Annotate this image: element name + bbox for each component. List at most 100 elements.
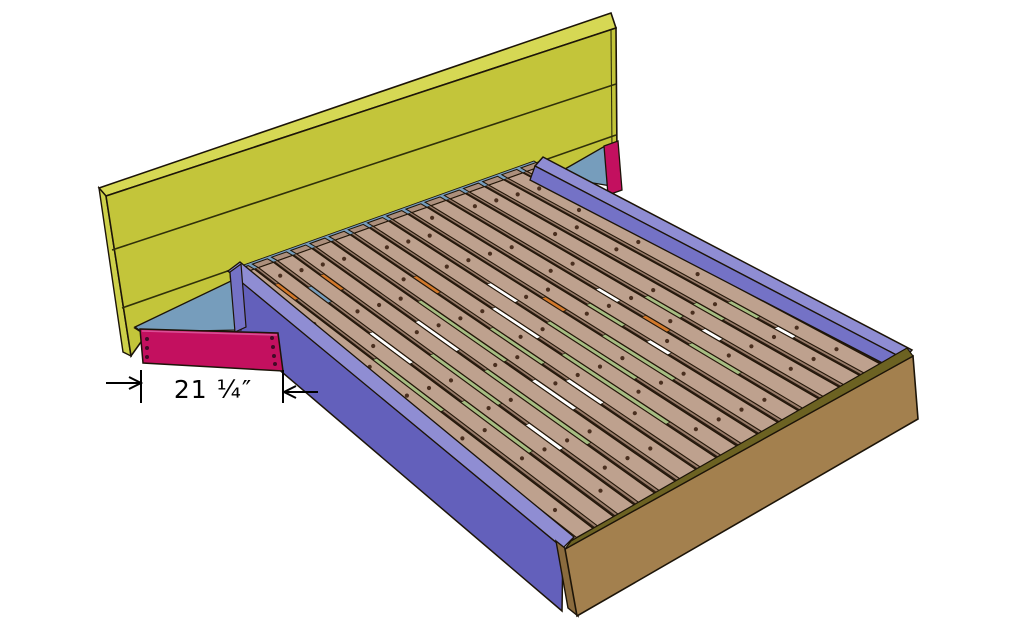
screw-dot <box>574 225 579 230</box>
screw-dot <box>552 507 558 513</box>
far-shelf-face-board <box>603 140 623 196</box>
left-rail-end-cap <box>229 262 247 333</box>
screw-dot <box>716 417 721 422</box>
slat-side-face <box>486 185 848 389</box>
screw-dot <box>681 371 686 376</box>
screw-dot <box>565 438 570 443</box>
screw-dot <box>480 309 485 314</box>
screw-dot <box>658 380 664 385</box>
screw-dot <box>278 273 283 278</box>
screw-dot <box>270 336 274 340</box>
screw-dot <box>398 296 403 301</box>
screw-dot <box>404 393 409 398</box>
left-rail-top-face <box>226 261 575 549</box>
screw-dot <box>401 277 406 282</box>
near-shelf-board-top-edge <box>141 330 278 336</box>
screw-dot <box>430 215 435 220</box>
screw-dot <box>648 446 653 451</box>
screw-dot <box>602 465 607 470</box>
screw-dot <box>487 251 493 256</box>
screw-dot <box>598 488 603 493</box>
screw-dot <box>377 302 382 308</box>
screw-dot <box>553 231 558 237</box>
screw-dot <box>597 364 603 369</box>
screw-dot <box>493 362 498 368</box>
screw-dot <box>668 319 673 324</box>
footboard-top-edge <box>564 347 914 550</box>
screw-dot <box>636 239 641 245</box>
screw-dot <box>632 411 637 416</box>
screw-dot <box>436 323 441 328</box>
screw-dot <box>614 247 619 252</box>
screw-dot <box>545 287 551 292</box>
screw-dot <box>548 268 553 273</box>
screw-dot <box>636 389 641 394</box>
screw-dot <box>273 362 277 366</box>
screw-dot <box>145 355 149 359</box>
screw-dot <box>460 436 465 441</box>
screw-dot <box>515 355 520 360</box>
screw-dot <box>587 429 592 434</box>
screw-dot <box>651 288 656 293</box>
screw-dot <box>749 344 754 349</box>
screw-dot <box>620 356 625 361</box>
screw-dot <box>271 345 275 349</box>
headboard-right-edge <box>610 29 613 151</box>
headboard-plank-line <box>111 83 617 251</box>
screw-dot <box>508 397 513 402</box>
screw-dot <box>540 327 545 332</box>
screw-dot <box>427 233 432 238</box>
dimension-annotation: 21 ¼″ <box>106 370 318 404</box>
screw-dot <box>518 334 523 339</box>
screw-dot <box>384 245 389 250</box>
screw-dot <box>524 294 529 299</box>
screw-dot <box>466 258 471 263</box>
screw-dot <box>515 192 520 197</box>
screw-dot <box>482 428 487 433</box>
screw-dot <box>739 407 744 412</box>
screw-dot <box>299 268 304 273</box>
screw-dot <box>690 310 695 315</box>
screw-dot <box>695 272 700 277</box>
screw-dot <box>606 303 612 308</box>
dimension-arrow-right <box>281 385 297 399</box>
screw-dot <box>771 334 777 340</box>
dimension-label: 21 ¼″ <box>174 375 252 404</box>
screw-dot <box>584 311 589 316</box>
screw-dot <box>448 378 454 383</box>
screw-dot <box>519 456 525 461</box>
screw-dot <box>542 447 547 452</box>
footboard <box>554 347 919 618</box>
screw-dot <box>320 262 325 267</box>
screw-dot <box>629 295 634 301</box>
screw-dot <box>665 338 670 344</box>
slat-side-face <box>275 260 619 516</box>
screw-dot <box>426 385 432 391</box>
screw-dot <box>762 397 767 402</box>
near-side-shelf <box>133 262 284 372</box>
screw-dot <box>145 337 149 341</box>
screw-dot <box>472 204 477 209</box>
screw-dot <box>414 330 419 335</box>
screw-dot <box>712 302 718 307</box>
screw-dot <box>625 456 630 461</box>
screw-dot <box>342 256 347 261</box>
screw-dot <box>371 343 376 349</box>
screw-dot <box>834 347 839 352</box>
screw-dot <box>486 406 491 411</box>
screw-dot <box>570 261 575 266</box>
screw-dot <box>576 207 582 213</box>
screw-dot <box>693 427 699 432</box>
screw-dot <box>575 372 580 378</box>
screw-dot <box>553 381 558 386</box>
dimension-arrow-left <box>128 376 144 390</box>
screw-dot <box>788 366 793 371</box>
screw-dot <box>494 198 499 203</box>
screw-dot <box>272 354 276 358</box>
screw-dot <box>145 346 149 350</box>
screw-dot <box>726 353 731 358</box>
screw-dot <box>458 316 463 321</box>
slat-side-face <box>409 212 765 435</box>
